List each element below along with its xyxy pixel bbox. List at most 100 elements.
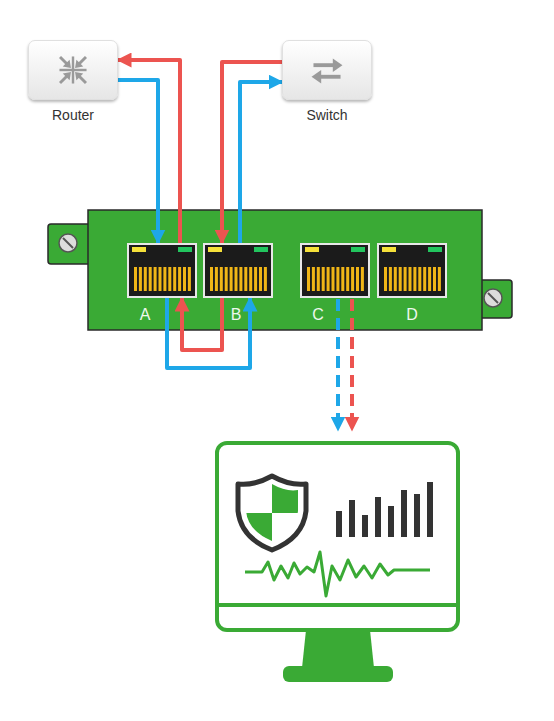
switch-icon bbox=[283, 41, 371, 99]
contact-pin bbox=[239, 267, 242, 291]
contact-pin bbox=[178, 267, 181, 291]
contact-pin bbox=[346, 267, 349, 291]
contact-pin bbox=[254, 267, 257, 291]
port-icon bbox=[377, 243, 447, 298]
rj45-port: C bbox=[300, 243, 370, 298]
contact-pin bbox=[188, 267, 191, 291]
contact-pin bbox=[264, 267, 267, 291]
signal-arrow bbox=[222, 62, 282, 243]
contact-pin bbox=[168, 267, 171, 291]
contact-pin bbox=[159, 267, 162, 291]
signal-arrow bbox=[118, 60, 180, 243]
port-housing bbox=[128, 244, 196, 297]
rj45-port: B bbox=[203, 243, 273, 298]
contact-pin bbox=[351, 267, 354, 291]
rj45-port: A bbox=[127, 243, 197, 298]
contact-pin bbox=[428, 267, 431, 291]
monitor-base bbox=[283, 666, 393, 682]
contact-pin bbox=[210, 267, 213, 291]
contact-pin bbox=[249, 267, 252, 291]
port-housing bbox=[378, 244, 446, 297]
device-label: Router bbox=[52, 108, 94, 123]
contact-pin bbox=[215, 267, 218, 291]
contact-pin bbox=[438, 267, 441, 291]
switch-arrow bbox=[319, 75, 340, 79]
contact-pin bbox=[433, 267, 436, 291]
port-housing bbox=[301, 244, 369, 297]
activity-led bbox=[178, 247, 192, 252]
port-letter: A bbox=[140, 306, 151, 324]
activity-led bbox=[428, 247, 442, 252]
port-letter: D bbox=[406, 306, 418, 324]
port-letter: C bbox=[312, 306, 324, 324]
contact-pin bbox=[418, 267, 421, 291]
port-housing bbox=[204, 244, 272, 297]
contact-pin bbox=[312, 267, 315, 291]
switch-arrow bbox=[313, 63, 334, 67]
contact-pin bbox=[225, 267, 228, 291]
port-letter: B bbox=[231, 306, 242, 324]
contact-pin bbox=[394, 267, 397, 291]
contact-pin bbox=[356, 267, 359, 291]
switch-node: Switch bbox=[282, 40, 372, 100]
contact-pin bbox=[163, 267, 166, 291]
router-arrow-head bbox=[75, 60, 83, 68]
link-led bbox=[382, 247, 396, 252]
signal-arrow bbox=[182, 298, 222, 350]
monitor-chin bbox=[219, 603, 456, 607]
contact-pin bbox=[399, 267, 402, 291]
router-node: Router bbox=[28, 40, 118, 100]
contact-pin bbox=[409, 267, 412, 291]
contact-pin bbox=[259, 267, 262, 291]
router-bar bbox=[72, 56, 74, 83]
contact-pin bbox=[413, 267, 416, 291]
contact-pin bbox=[327, 267, 330, 291]
signal-arrow bbox=[118, 80, 158, 243]
screw-slot bbox=[488, 293, 498, 303]
screw bbox=[484, 289, 502, 307]
switch-arrow-head bbox=[312, 70, 322, 84]
contact-pin bbox=[389, 267, 392, 291]
contact-pin bbox=[154, 267, 157, 291]
port-icon bbox=[127, 243, 197, 298]
contact-pin bbox=[173, 267, 176, 291]
contact-pin bbox=[332, 267, 335, 291]
contact-pin bbox=[139, 267, 142, 291]
contact-pin bbox=[423, 267, 426, 291]
router-arrow-head bbox=[75, 72, 83, 80]
tap-card bbox=[48, 210, 512, 330]
contact-pin bbox=[317, 267, 320, 291]
bar-chart-icon bbox=[336, 482, 433, 537]
link-led bbox=[208, 247, 222, 252]
contact-pin bbox=[361, 267, 364, 291]
contact-pin bbox=[307, 267, 310, 291]
mirror-line bbox=[350, 299, 354, 430]
screw bbox=[59, 234, 77, 252]
monitor bbox=[217, 443, 458, 682]
port-icon bbox=[300, 243, 370, 298]
monitor-neck bbox=[302, 630, 374, 668]
activity-led bbox=[351, 247, 365, 252]
rj45-port: D bbox=[377, 243, 447, 298]
contact-pin bbox=[322, 267, 325, 291]
device-label: Switch bbox=[306, 108, 347, 123]
contact-pin bbox=[336, 267, 339, 291]
monitor-bezel bbox=[217, 443, 458, 630]
link-led bbox=[132, 247, 146, 252]
router-icon bbox=[29, 41, 117, 99]
contact-pin bbox=[144, 267, 147, 291]
router-arrow-head bbox=[63, 72, 71, 80]
contact-pin bbox=[341, 267, 344, 291]
contact-pin bbox=[183, 267, 186, 291]
screw-slot bbox=[63, 238, 73, 248]
contact-pin bbox=[384, 267, 387, 291]
contact-pin bbox=[230, 267, 233, 291]
switch-arrow-head bbox=[333, 58, 343, 72]
contact-pin bbox=[235, 267, 238, 291]
port-icon bbox=[203, 243, 273, 298]
contact-pin bbox=[149, 267, 152, 291]
signal-arrow bbox=[240, 82, 282, 243]
contact-pin bbox=[220, 267, 223, 291]
traffic-line bbox=[245, 552, 430, 596]
contact-pin bbox=[134, 267, 137, 291]
